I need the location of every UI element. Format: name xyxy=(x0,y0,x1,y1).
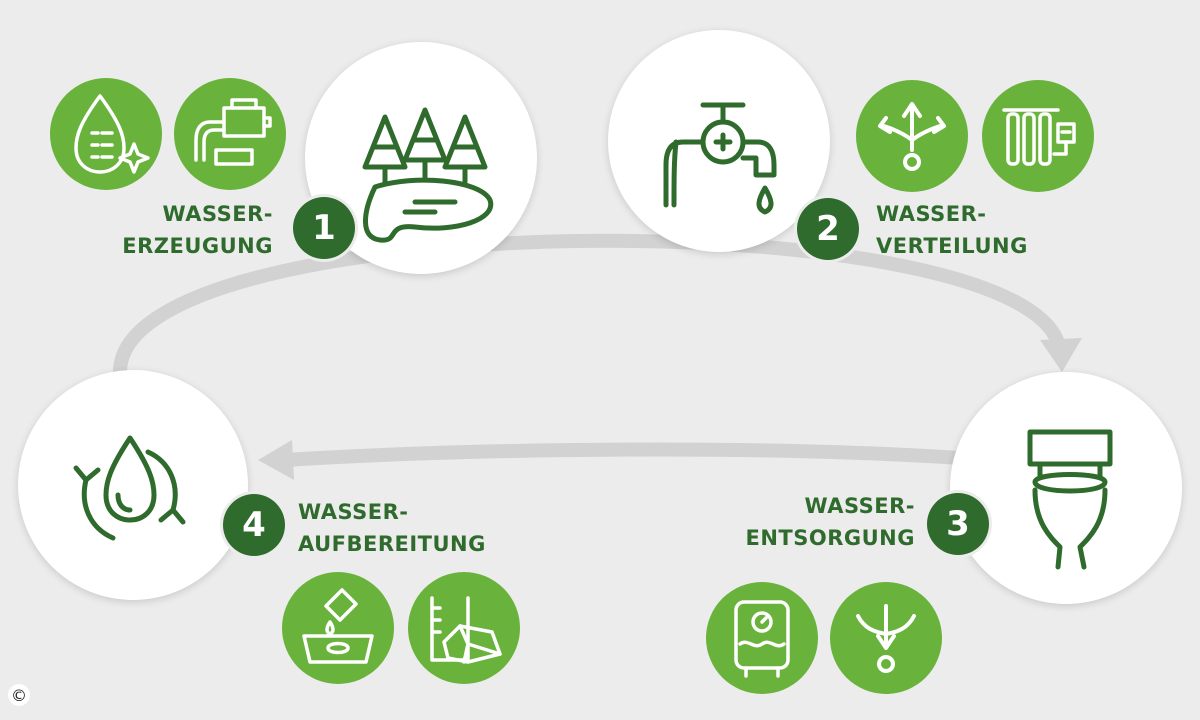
step-4-label: WASSER- AUFBEREITUNG xyxy=(298,496,486,560)
step-1-number: 1 xyxy=(293,197,355,259)
distribution-arrows-icon xyxy=(878,102,946,171)
step-2-label: WASSER- VERTEILUNG xyxy=(876,198,1028,262)
toilet-icon xyxy=(1027,429,1113,570)
chemical-treatment-icon xyxy=(302,588,374,664)
step-3-label-line2: ENTSORGUNG xyxy=(745,526,915,550)
water-tap-icon xyxy=(663,102,777,215)
step-2-label-line1: WASSER- xyxy=(876,202,987,226)
chemical-treatment-icon-circle xyxy=(282,572,394,684)
step-3-number: 3 xyxy=(927,493,989,555)
step-2-number: 2 xyxy=(797,198,859,260)
arrow-head-right xyxy=(1040,338,1082,372)
pump-station-icon xyxy=(194,98,272,166)
water-heater-icon-circle xyxy=(706,582,818,694)
step-1-label-line1: WASSER- xyxy=(162,202,273,226)
step-2-label-line2: VERTEILUNG xyxy=(876,234,1028,258)
step-1-label-line2: ERZEUGUNG xyxy=(122,234,273,258)
drain-merge-icon-circle xyxy=(830,582,942,694)
water-recycle-icon xyxy=(73,435,186,541)
drop-checklist-icon xyxy=(74,94,150,174)
arrow-lower-track xyxy=(284,442,961,467)
sediment-tank-icon-circle xyxy=(408,572,520,684)
step-1-label: WASSER- ERZEUGUNG xyxy=(122,198,273,262)
step-4-number: 4 xyxy=(223,494,285,556)
step-2-circle xyxy=(608,30,830,252)
distribution-arrows-icon-circle xyxy=(856,80,968,192)
step-3-label-line1: WASSER- xyxy=(804,494,915,518)
arrow-upper-track xyxy=(113,233,1067,373)
forest-lake-icon xyxy=(362,107,494,243)
filter-system-icon xyxy=(1002,108,1076,166)
pump-station-icon-circle xyxy=(174,78,286,190)
step-4-label-line1: WASSER- xyxy=(298,500,409,524)
step-3-label: WASSER- ENTSORGUNG xyxy=(746,490,916,554)
step-4-circle xyxy=(18,370,248,600)
filter-system-icon-circle xyxy=(982,80,1094,192)
drop-checklist-icon-circle xyxy=(50,78,162,190)
drain-merge-icon xyxy=(856,604,916,673)
water-heater-icon xyxy=(734,600,790,678)
copyright-badge: © xyxy=(8,684,30,706)
arrow-head-left xyxy=(258,440,294,480)
step-3-circle xyxy=(950,372,1182,604)
sediment-tank-icon xyxy=(430,596,502,664)
step-4-label-line2: AUFBEREITUNG xyxy=(298,532,486,556)
